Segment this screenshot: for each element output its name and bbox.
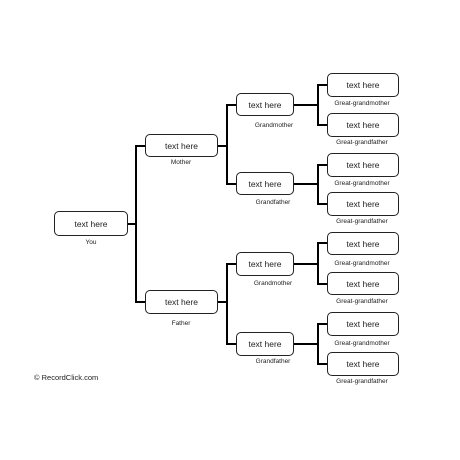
- label-great-grandmother-4: Great-grandmother: [334, 340, 390, 347]
- connector-pat-gf-vertical: [317, 323, 319, 365]
- connector-ggf1: [317, 124, 327, 126]
- copyright-text: © RecordClick.com: [34, 373, 99, 382]
- node-great-grandfather-4[interactable]: text here: [327, 352, 399, 376]
- connector-pat-gm: [226, 263, 236, 265]
- label-paternal-grandfather: Grandfather: [255, 358, 291, 365]
- connector-mat-gf-vertical: [317, 164, 319, 205]
- connector-father-vertical: [226, 263, 228, 345]
- label-maternal-grandfather: Grandfather: [255, 199, 291, 206]
- label-great-grandmother-2: Great-grandmother: [334, 180, 390, 187]
- node-great-grandfather-2[interactable]: text here: [327, 192, 399, 216]
- connector-mat-gf: [226, 183, 236, 185]
- connector-you-vertical: [135, 145, 137, 302]
- label-great-grandmother-1: Great-grandmother: [334, 100, 390, 107]
- connector-pat-gm-out: [294, 263, 318, 265]
- node-great-grandmother-1[interactable]: text here: [327, 73, 399, 97]
- connector-you: [127, 223, 136, 225]
- connector-ggm2: [317, 164, 327, 166]
- label-great-grandfather-4: Great-grandfather: [336, 378, 388, 385]
- node-father[interactable]: text here: [145, 290, 218, 314]
- label-great-grandmother-3: Great-grandmother: [334, 260, 390, 267]
- connector-pat-gm-vertical: [317, 242, 319, 285]
- connector-ggm4: [317, 323, 327, 325]
- node-great-grandfather-1[interactable]: text here: [327, 113, 399, 137]
- connector-ggm1: [317, 84, 327, 86]
- connector-mat-gf-out: [294, 183, 318, 185]
- connector-mother-out: [218, 145, 227, 147]
- connector-ggf3: [317, 283, 327, 285]
- connector-mother: [135, 145, 145, 147]
- connector-father: [135, 301, 145, 303]
- connector-ggf2: [317, 203, 327, 205]
- node-paternal-grandmother[interactable]: text here: [236, 252, 294, 276]
- connector-pat-gf: [226, 343, 236, 345]
- connector-ggf4: [317, 363, 327, 365]
- label-you: You: [85, 239, 97, 246]
- node-you[interactable]: text here: [54, 211, 128, 236]
- label-maternal-grandmother: Grandmother: [254, 122, 294, 129]
- connector-father-out: [218, 301, 227, 303]
- connector-mat-gm: [226, 104, 236, 106]
- label-mother: Mother: [170, 159, 192, 166]
- node-great-grandmother-2[interactable]: text here: [327, 153, 399, 177]
- node-maternal-grandmother[interactable]: text here: [236, 93, 294, 116]
- connector-pat-gf-out: [294, 343, 318, 345]
- node-maternal-grandfather[interactable]: text here: [236, 172, 294, 195]
- node-mother[interactable]: text here: [145, 134, 218, 157]
- node-great-grandmother-4[interactable]: text here: [327, 312, 399, 336]
- connector-mat-gm-out: [294, 104, 318, 106]
- label-father: Father: [171, 320, 191, 327]
- label-great-grandfather-1: Great-grandfather: [336, 139, 388, 146]
- connector-mother-vertical: [226, 104, 228, 185]
- connector-mat-gm-vertical: [317, 84, 319, 126]
- node-great-grandmother-3[interactable]: text here: [327, 232, 399, 255]
- label-great-grandfather-2: Great-grandfather: [336, 218, 388, 225]
- label-paternal-grandmother: Grandmother: [253, 280, 293, 287]
- node-paternal-grandfather[interactable]: text here: [236, 332, 294, 356]
- node-great-grandfather-3[interactable]: text here: [327, 272, 399, 295]
- connector-ggm3: [317, 242, 327, 244]
- label-great-grandfather-3: Great-grandfather: [336, 298, 388, 305]
